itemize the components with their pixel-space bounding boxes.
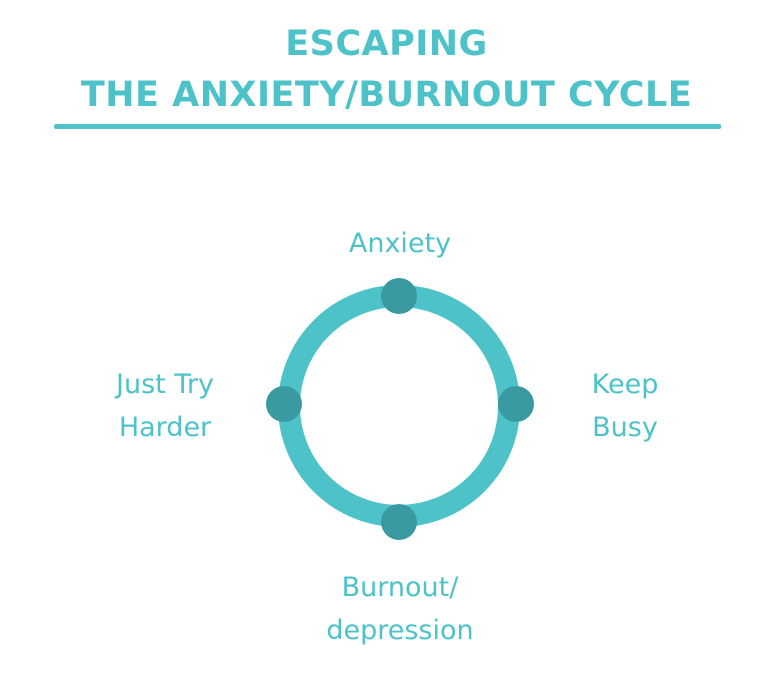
title-underline [54,124,721,129]
label-anxiety-line-1: Anxiety [348,228,452,259]
label-keep-busy: Keep Busy [560,363,690,449]
title-line-1: ESCAPING [285,24,488,64]
node-burnout-depression [381,504,417,540]
label-keep-busy-line-1: Keep [591,369,659,400]
label-anxiety: Anxiety [300,222,500,265]
cycle-ring [278,285,520,527]
label-keep-busy-line-2: Busy [592,412,658,443]
node-keep-busy [498,386,534,422]
title-line-2: THE ANXIETY/BURNOUT CYCLE [80,75,693,115]
label-just-try-line-1: Just Try [116,369,214,400]
label-burnout-line-1: Burnout/ [341,572,459,603]
label-just-try-harder: Just Try Harder [85,363,245,449]
label-burnout-depression: Burnout/ depression [290,566,510,652]
label-burnout-line-2: depression [326,615,474,646]
node-just-try-harder [266,386,302,422]
node-anxiety [381,278,417,314]
label-just-try-line-2: Harder [118,412,212,443]
